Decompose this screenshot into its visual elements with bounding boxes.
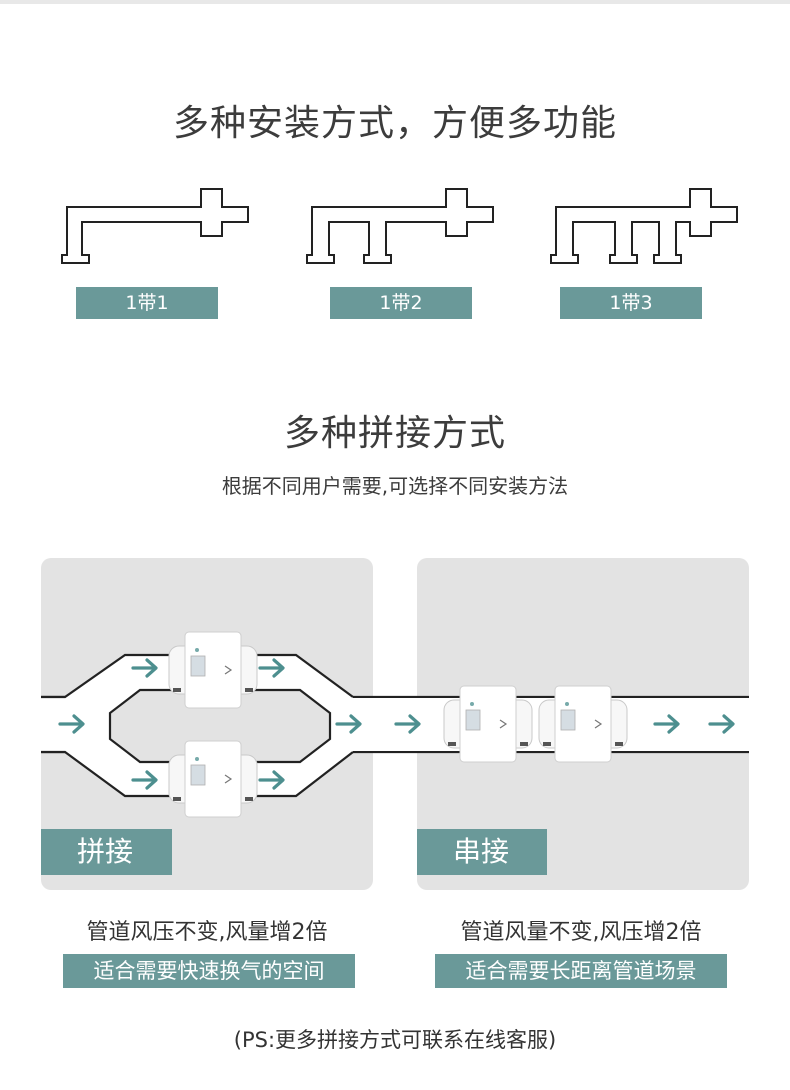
option-tag-1-to-3: 1带3 xyxy=(560,287,702,319)
section-subtitle: 根据不同用户需要,可选择不同安装方法 xyxy=(221,474,569,498)
mode-tag-parallel: 拼接 xyxy=(41,829,172,875)
airflow-diagrams xyxy=(41,631,749,818)
option-tag-1-to-2: 1带2 xyxy=(330,287,472,319)
mode-tag-series: 串接 xyxy=(417,829,547,875)
option-tag-1-to-1: 1带1 xyxy=(76,287,218,319)
parallel-duct-inner xyxy=(108,688,332,764)
series-description: 管道风量不变,风压增2倍 xyxy=(460,920,702,945)
parallel-description: 管道风压不变,风量增2倍 xyxy=(86,920,328,945)
section-title-splicing: 多种拼接方式 xyxy=(283,413,506,454)
series-note: 适合需要长距离管道场景 xyxy=(435,954,727,988)
top-divider xyxy=(0,0,790,4)
duct-one-to-three-icon xyxy=(550,188,738,264)
duct-one-to-two-icon xyxy=(306,188,494,264)
section-title-install: 多种安装方式，方便多功能 xyxy=(172,103,617,144)
footer-note: (PS:更多拼接方式可联系在线客服) xyxy=(233,1028,557,1052)
parallel-note: 适合需要快速换气的空间 xyxy=(63,954,355,988)
duct-one-to-one-icon xyxy=(61,188,249,264)
install-diagrams xyxy=(61,188,738,264)
